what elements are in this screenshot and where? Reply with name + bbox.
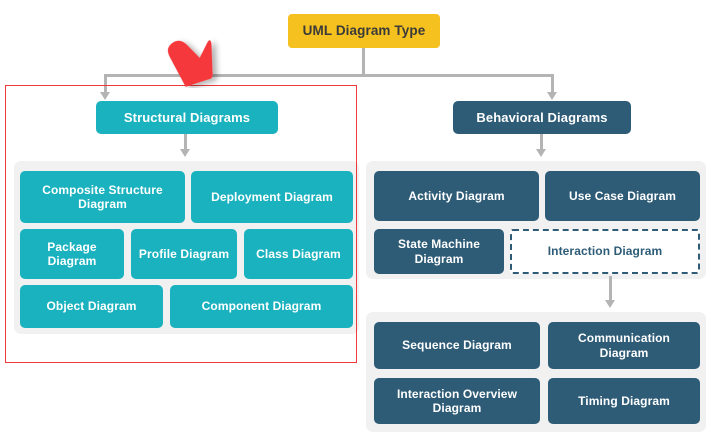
node-activity-diagram[interactable]: Activity Diagram	[374, 171, 539, 221]
node-behavioral-diagrams[interactable]: Behavioral Diagrams	[453, 101, 631, 134]
arrowhead-structural-icon	[100, 92, 110, 100]
node-composite-structure-diagram[interactable]: Composite Structure Diagram	[20, 171, 185, 223]
node-communication-diagram[interactable]: Communication Diagram	[548, 322, 700, 369]
node-deployment-diagram[interactable]: Deployment Diagram	[191, 171, 353, 223]
connector-interaction-drop	[609, 276, 612, 302]
node-object-diagram[interactable]: Object Diagram	[20, 285, 163, 328]
arrowhead-interaction-icon	[605, 300, 615, 308]
arrowhead-behavioral-icon	[547, 92, 557, 100]
connector-root-bus	[104, 74, 554, 77]
connector-behavioral-to-group	[540, 134, 543, 151]
node-interaction-diagram[interactable]: Interaction Diagram	[510, 229, 700, 274]
connector-structural-drop	[104, 74, 107, 94]
arrowhead-structural-group-icon	[180, 149, 190, 157]
node-class-diagram[interactable]: Class Diagram	[244, 229, 353, 279]
connector-structural-to-group	[184, 134, 187, 151]
node-timing-diagram[interactable]: Timing Diagram	[548, 378, 700, 424]
node-interaction-overview-diagram[interactable]: Interaction Overview Diagram	[374, 378, 540, 424]
node-state-machine-diagram[interactable]: State Machine Diagram	[374, 229, 504, 274]
node-sequence-diagram[interactable]: Sequence Diagram	[374, 322, 540, 369]
connector-root-stem	[362, 48, 365, 74]
red-arrow-pointer-icon	[167, 40, 213, 87]
arrowhead-behavioral-group-icon	[536, 149, 546, 157]
connector-behavioral-drop	[551, 74, 554, 94]
node-structural-diagrams[interactable]: Structural Diagrams	[96, 101, 278, 134]
node-package-diagram[interactable]: Package Diagram	[20, 229, 124, 279]
node-component-diagram[interactable]: Component Diagram	[170, 285, 353, 328]
node-profile-diagram[interactable]: Profile Diagram	[131, 229, 237, 279]
node-use-case-diagram[interactable]: Use Case Diagram	[545, 171, 700, 221]
node-uml-diagram-type[interactable]: UML Diagram Type	[288, 14, 440, 48]
